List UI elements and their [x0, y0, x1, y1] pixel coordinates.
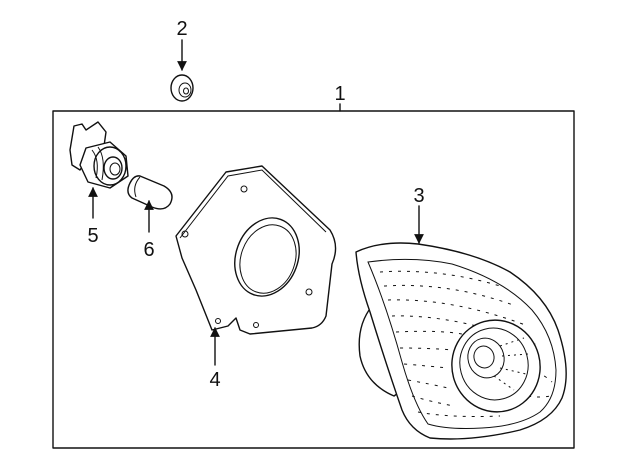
- callout-4-label: 4: [209, 369, 220, 391]
- bulb-part: [127, 175, 173, 210]
- bulb-socket-part: [69, 121, 129, 189]
- callout-6-label: 6: [143, 239, 154, 261]
- callout-5-label: 5: [87, 225, 98, 247]
- assembly-frame: [52, 110, 575, 449]
- callout-3-label: 3: [413, 185, 424, 207]
- callout-2-label: 2: [176, 18, 187, 40]
- callout-1-label: 1: [334, 83, 345, 105]
- mounting-plate-part: [175, 165, 337, 335]
- grommet-part: [170, 74, 194, 102]
- lamp-housing-part: [355, 242, 567, 440]
